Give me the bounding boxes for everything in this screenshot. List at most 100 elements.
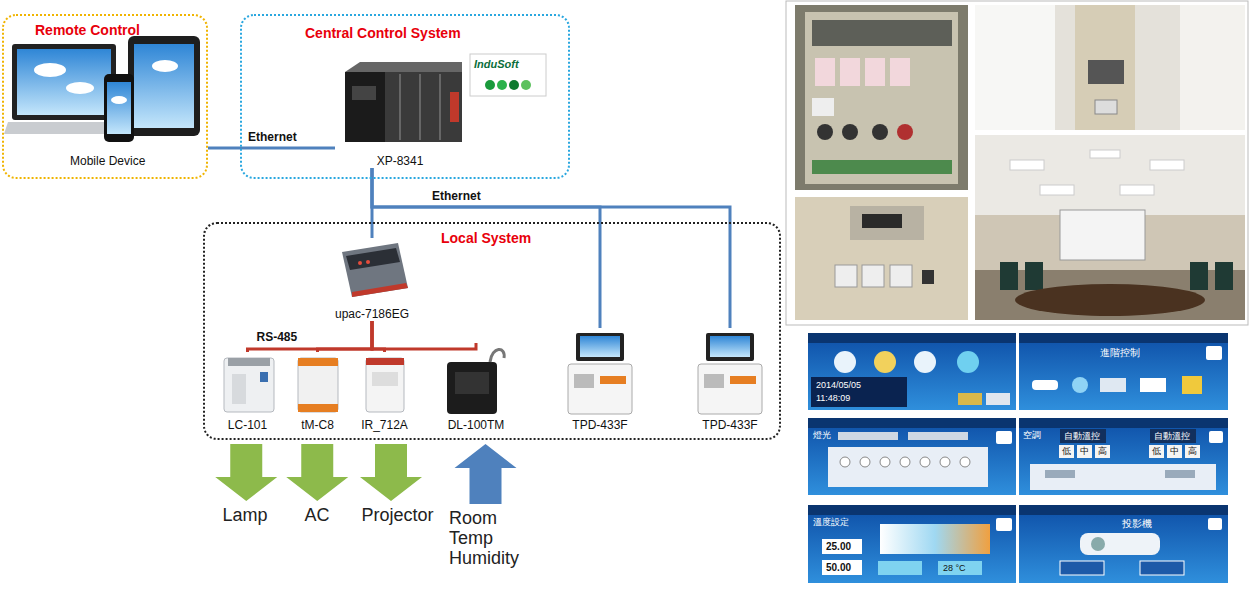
screen-aircon <box>1077 445 1092 458</box>
xp8341-controller-picture <box>399 74 401 140</box>
screen-projector <box>1080 533 1160 555</box>
region-box: Central Control SystemXP-8341 <box>240 14 570 179</box>
photo-frame <box>786 1 1248 325</box>
screen-aircon <box>1019 418 1228 428</box>
device-node: TPD-433F <box>560 328 640 432</box>
screen-projector <box>1091 537 1105 551</box>
screen-lighting <box>996 431 1012 444</box>
screen-text: 低 <box>1152 446 1161 456</box>
cabinet-photo <box>805 12 958 184</box>
xp8341-controller-picture <box>345 62 462 142</box>
wall-panel-photo <box>975 5 1055 130</box>
screen-text: 自動溫控 <box>1064 431 1100 441</box>
dl100tm-sensor-picture <box>447 362 497 414</box>
indusoft-logo <box>485 80 495 90</box>
lc101-module-picture <box>260 372 268 382</box>
device-label: TPD-433F <box>702 418 757 432</box>
meeting-room-photo <box>1215 262 1233 290</box>
wall-panel-photo <box>975 5 1245 130</box>
ir712a-module-picture <box>366 358 404 412</box>
target-node: Projector <box>350 505 445 533</box>
screen-menu <box>808 333 1016 343</box>
meeting-room-photo <box>1150 160 1184 170</box>
screen-aircon <box>1019 418 1228 495</box>
meeting-room-photo <box>1025 262 1043 290</box>
wall-panel-photo <box>975 5 1245 130</box>
xp8341-controller-picture <box>352 86 376 100</box>
screen-aircon <box>1185 445 1200 458</box>
screen-aircon <box>1149 445 1164 458</box>
cabinet-photo <box>815 58 835 86</box>
connector-line <box>248 321 373 352</box>
connector-line <box>318 321 373 352</box>
screen-text: 11:48:09 <box>816 393 850 403</box>
indusoft-logo <box>470 54 546 96</box>
screen-menu <box>958 393 982 405</box>
tpd433f-panel-picture <box>706 333 754 361</box>
mobile-devices-picture <box>111 96 127 104</box>
screen-lighting <box>860 457 870 467</box>
screen-projector <box>1208 518 1222 530</box>
lc101-module-picture <box>224 358 274 412</box>
screen-lighting <box>808 418 1016 495</box>
device-node: TPD-433F <box>690 328 770 432</box>
tpd433f-panel-picture <box>580 336 620 357</box>
device-label: DL-100TM <box>448 418 505 432</box>
screen-text: 25.00 <box>826 541 851 553</box>
connector-line <box>208 147 335 150</box>
lc101-module-picture <box>228 358 270 366</box>
wall-panel-photo <box>1095 100 1117 114</box>
wall-panel-photo <box>1088 60 1124 84</box>
screen-menu <box>957 351 979 373</box>
tpd433f-panel-picture <box>698 333 762 414</box>
mobile-devices-picture <box>152 60 178 72</box>
lc101-module-picture <box>224 358 274 412</box>
upac-picture <box>366 260 370 264</box>
region-title: Remote Control <box>35 22 140 38</box>
tpd433f-panel-picture <box>568 333 632 414</box>
tpd433f-panel-picture <box>600 376 626 384</box>
cabinet-photo <box>840 58 860 86</box>
screen-aircon <box>1045 470 1075 478</box>
cabinet-photo <box>872 124 888 140</box>
screen-text: 高 <box>1098 446 1107 456</box>
edge-label: Ethernet <box>430 190 483 204</box>
switch-wall-photo <box>835 265 857 287</box>
edge-label: RS-485 <box>255 331 300 345</box>
screen-temperature <box>822 560 862 575</box>
screen-aircon <box>1209 431 1223 443</box>
upac-picture <box>358 261 362 265</box>
device-node: LC-101 <box>215 352 280 432</box>
upac-picture <box>352 283 408 297</box>
screen-menu <box>914 351 936 373</box>
device-label: upac-7186EG <box>335 307 409 321</box>
switch-wall-photo <box>862 265 884 287</box>
mobile-devices-picture <box>12 44 116 120</box>
mobile-devices-picture <box>134 44 194 128</box>
screen-lighting <box>880 457 890 467</box>
screen-advanced <box>1140 378 1166 392</box>
screen-lighting <box>940 457 950 467</box>
indusoft-logo <box>497 80 507 90</box>
screen-projector <box>1060 561 1104 575</box>
connector-line <box>372 168 600 328</box>
tpd433f-panel-picture <box>568 364 632 414</box>
screen-text: 2014/05/05 <box>816 380 861 390</box>
screen-lighting <box>808 418 1016 428</box>
photo-frame <box>786 1 1248 325</box>
indusoft-logo <box>470 54 546 96</box>
ir712a-module-picture <box>372 372 398 386</box>
switch-wall-photo <box>922 270 934 284</box>
mobile-devices-picture <box>66 82 94 94</box>
tmc8-module-picture <box>298 404 338 412</box>
device-node: XP-8341 <box>335 45 465 168</box>
tmc8-module-picture <box>298 358 338 412</box>
screen-lighting <box>838 432 898 440</box>
mobile-devices-picture <box>34 63 66 77</box>
mobile-devices-picture <box>107 82 131 134</box>
tmc8-module-picture <box>298 358 338 412</box>
target-label: Projector <box>361 505 433 525</box>
cabinet-photo <box>890 58 910 86</box>
screen-text: 投影機 <box>1122 518 1152 530</box>
